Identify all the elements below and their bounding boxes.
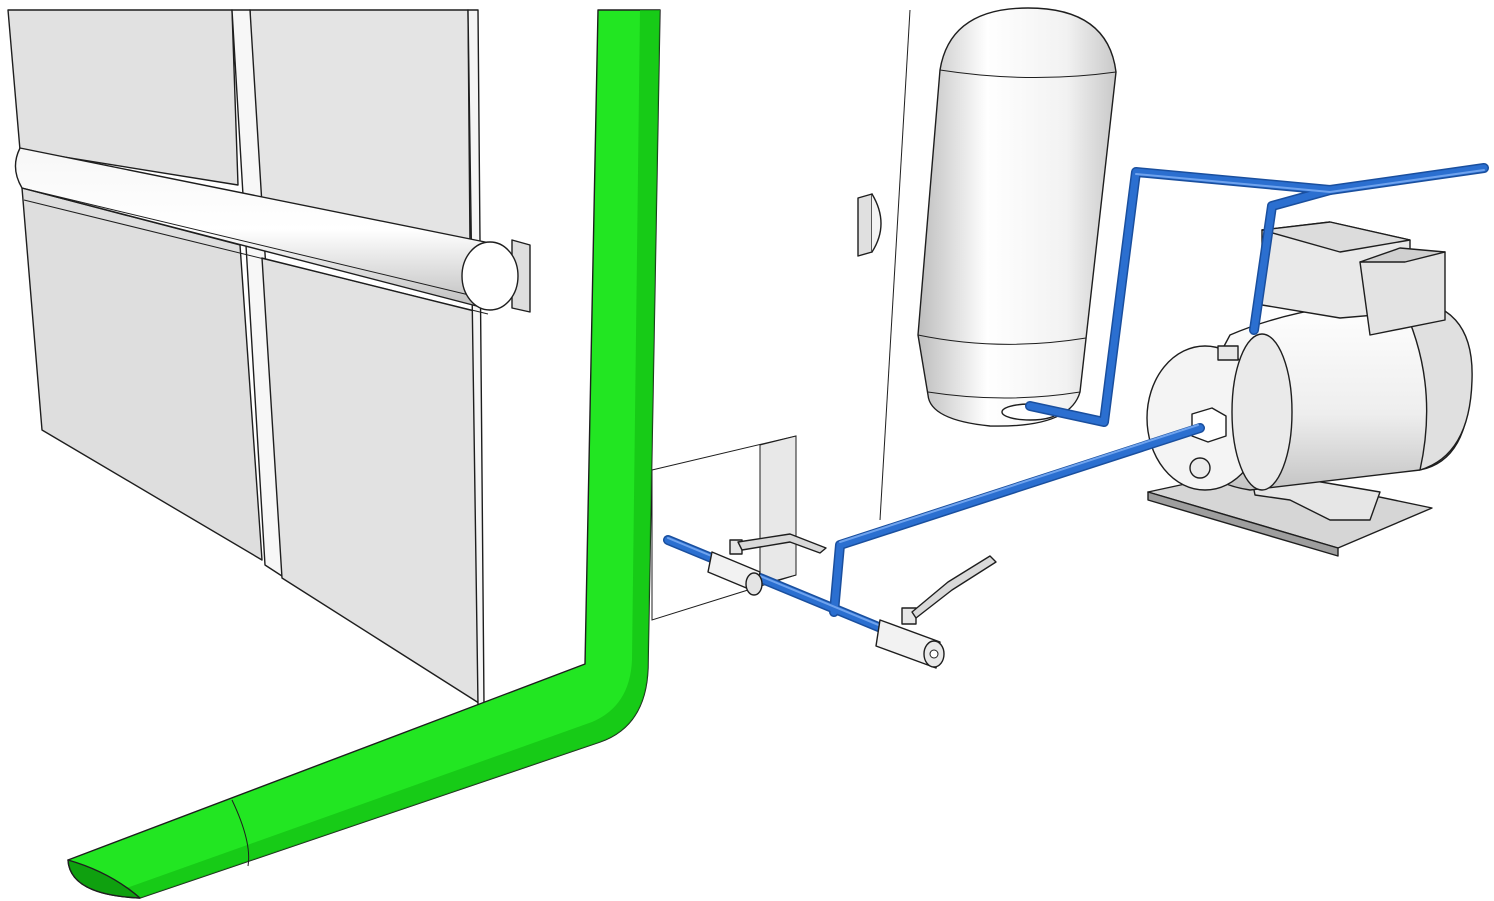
valve-1 [707,533,827,596]
valve-2 [875,555,997,669]
valve-handle-icon[interactable] [737,533,827,554]
water-piping [663,163,1489,645]
pump-drain-plug [1189,457,1211,479]
back-wall [651,9,911,621]
rib-end-cap [461,241,519,311]
drain-pipe [67,9,661,899]
vessel-to-pump-pipe [1026,164,1488,426]
valve-body-end [745,572,763,596]
pump-top-pipe [1250,186,1334,334]
tank-rib [14,147,493,311]
valve-port [929,649,939,659]
pressure-vessel [917,7,1117,427]
motor-rear-cover [1399,299,1473,471]
rib-shadow-line [21,187,491,301]
wall-bracket [857,193,873,257]
vessel-seam [939,69,1117,79]
drain-pipe-mouth [67,859,141,899]
pipe-highlight [1135,169,1485,193]
tank-panel [261,257,483,706]
tank-panel [7,9,239,186]
pump-prime-plug [1217,345,1239,361]
drain-pipe-joint [231,799,250,867]
tank-panel [21,187,263,561]
pipe-highlight [839,424,1199,543]
wall-edge [879,9,911,521]
pump-suction-pipe [829,423,1205,617]
pump-housing-ring [1231,333,1293,491]
valve-handle-icon[interactable] [911,555,997,619]
sectional-water-tank [7,9,531,706]
pump-inlet-nut [1191,407,1227,443]
wall-recess-shadow [759,435,797,586]
wall-bracket-cap [871,193,882,253]
header-pipe [664,536,914,644]
rib-shadow-line [23,199,489,315]
pump-base-plate-edge [1147,491,1339,557]
junction-box [1359,251,1446,336]
junction-box-top [1261,221,1411,253]
booster-pump [1146,221,1473,557]
vessel-body [917,7,1117,427]
pump-suction-pipe [830,424,1204,616]
pipe-highlight [667,537,911,639]
vessel-seam [917,334,1087,345]
junction-box-top [1359,247,1446,263]
vessel-seam [927,391,1081,399]
